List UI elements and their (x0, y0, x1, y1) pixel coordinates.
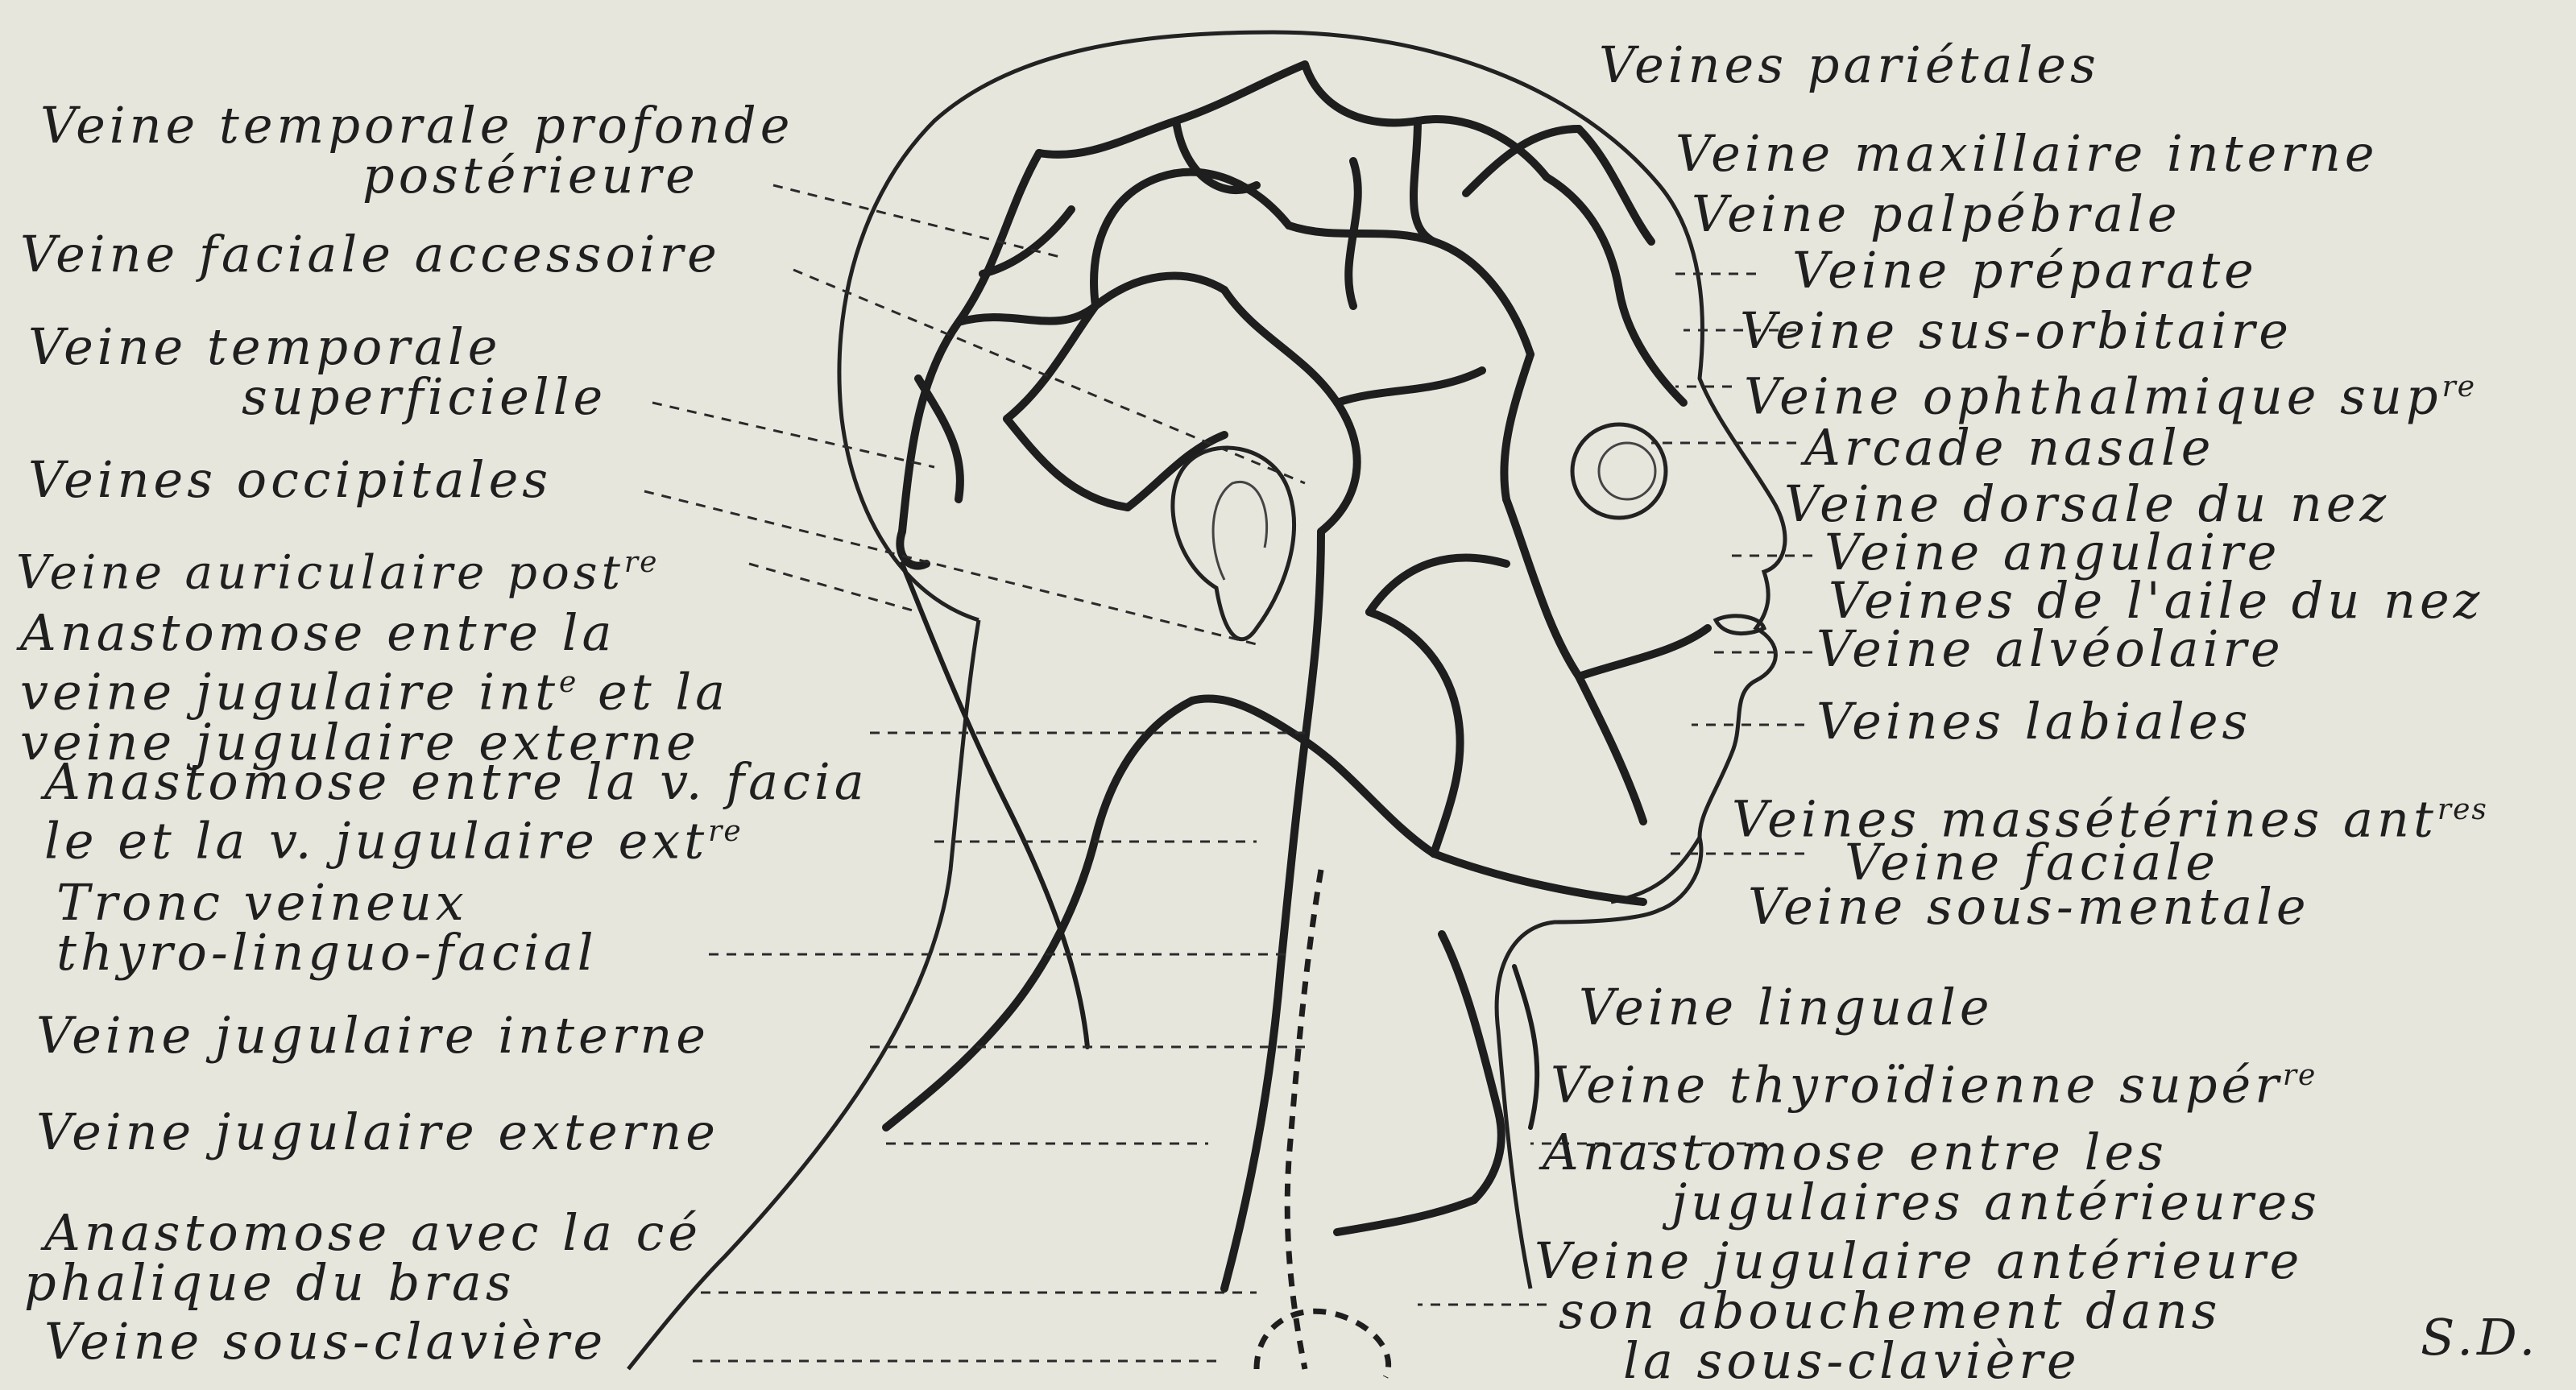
scalp-vein-network (900, 64, 1684, 566)
label-veine-auriculaire: Veine auriculaire postre (16, 540, 658, 595)
label-veines-parietales: Veines pariétales (1599, 40, 2100, 90)
label-veine-sus-orbitaire: Veine sus-orbitaire (1740, 306, 2292, 356)
label-veine-thyroidienne: Veine thyroïdienne supérre (1551, 1051, 2317, 1111)
label-veine-sous-claviere-left: Veine sous-clavière (44, 1317, 607, 1367)
label-veine-jugulaire-externe: Veine jugulaire externe (36, 1107, 719, 1157)
label-veine-angulaire: Veine angulaire (1824, 527, 2280, 577)
label-veine-temporale-superficielle: Veine temporale superficielle (28, 322, 607, 422)
label-veine-dorsale-nez: Veine dorsale du nez (1784, 479, 2390, 529)
ear-outline (1173, 448, 1294, 639)
label-veine-sous-mentale: Veine sous-mentale (1748, 882, 2310, 932)
label-veine-palpebrale: Veine palpébrale (1692, 189, 2181, 239)
subclavian-dashed (1257, 1311, 1389, 1377)
ear-inner (1213, 482, 1267, 580)
label-arcade-nasale: Arcade nasale (1804, 423, 2214, 473)
label-veines-aile-nez: Veines de l'aile du nez (1828, 576, 2483, 626)
label-anastomose-anterieures: Anastomose entre les jugulaires antérieu… (1543, 1127, 2321, 1227)
label-veine-alveolaire: Veine alvéolaire (1816, 624, 2284, 674)
eye-inner (1599, 443, 1655, 499)
label-veine-temporale-profonde: Veine temporale profonde postérieure (40, 101, 793, 201)
signature: S.D. (2421, 1313, 2539, 1363)
label-veine-linguale: Veine linguale (1579, 983, 1994, 1032)
label-tronc-veineux: Tronc veineux thyro-linguo-facial (56, 878, 598, 978)
label-veine-ophthalmique: Veine ophthalmique supre (1744, 362, 2476, 422)
label-veines-occipitales: Veines occipitales (28, 455, 552, 505)
label-veine-preparate: Veine préparate (1792, 246, 2258, 296)
eye-outline (1572, 424, 1666, 518)
label-veines-labiales: Veines labiales (1816, 697, 2251, 747)
label-anastomose-cephalique: Anastomose avec la cé phalique du bras (44, 1208, 702, 1308)
label-veine-maxillaire-interne: Veine maxillaire interne (1675, 129, 2379, 179)
anterior-jugular-dashed (1287, 870, 1321, 1369)
label-anastomose-faciale: Anastomose entre la v. facia le et la v.… (44, 757, 868, 867)
label-veine-jugulaire-interne: Veine jugulaire interne (36, 1011, 710, 1061)
label-veine-jugulaire-anterieure: Veine jugulaire antérieure son aboucheme… (1534, 1236, 2303, 1386)
label-veine-faciale-accessoire: Veine faciale accessoire (20, 230, 721, 279)
label-anastomose-jugulaire: Anastomose entre la veine jugulaire inte… (20, 608, 729, 767)
